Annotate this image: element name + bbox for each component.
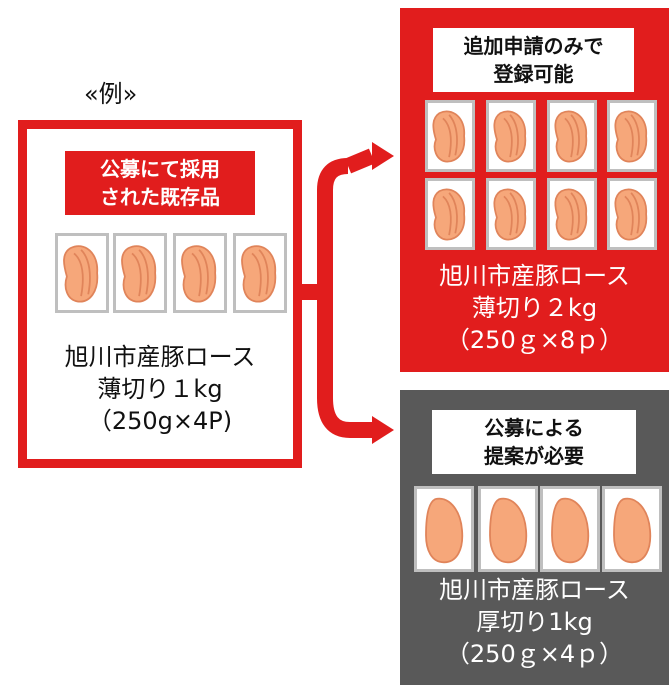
- meat-pack-thin-icon: [55, 233, 109, 313]
- arrow-head-up: [372, 142, 394, 170]
- meat-pack-thin-icon: [486, 178, 536, 250]
- meat-pack-thick-icon: [414, 486, 474, 572]
- product-cut-weight: 厚切り1kg: [476, 608, 593, 636]
- arrow-head-down: [372, 416, 394, 444]
- additional-application-description: 旭川市産豚ロース 薄切り２kg （250ｇ×8ｐ）: [400, 260, 669, 356]
- new-proposal-description: 旭川市産豚ロース 厚切り1kg （250ｇ×4ｐ）: [400, 574, 669, 670]
- additional-application-badge: 追加申請のみで 登録可能: [433, 28, 634, 92]
- meat-pack-thick-icon: [602, 486, 662, 572]
- new-proposal-box: 公募による 提案が必要 旭川市産豚ロース 厚切り1kg （250ｇ×4ｐ）: [400, 390, 669, 685]
- meat-pack-thin-icon: [173, 233, 227, 313]
- meat-pack-thin-icon: [607, 100, 657, 172]
- meat-pack-thin-icon: [425, 100, 475, 172]
- product-cut-weight: 薄切り２kg: [471, 294, 598, 322]
- badge-line-1: 公募にて採用: [100, 157, 220, 181]
- existing-product-description: 旭川市産豚ロース 薄切り１kg （250g×4P): [27, 341, 293, 437]
- product-pack-spec: （250g×4P): [87, 407, 233, 435]
- product-pack-spec: （250ｇ×4ｐ）: [445, 640, 624, 668]
- product-name: 旭川市産豚ロース: [439, 262, 630, 290]
- additional-application-box: 追加申請のみで 登録可能 旭川市産豚ロース 薄切り２kg （250ｇ×8ｐ）: [400, 8, 669, 372]
- product-name: 旭川市産豚ロース: [439, 576, 630, 604]
- badge-line-1: 追加申請のみで: [463, 34, 604, 58]
- new-proposal-badge: 公募による 提案が必要: [432, 410, 636, 474]
- meat-pack-thin-icon: [547, 178, 597, 250]
- meat-pack-thin-icon: [547, 100, 597, 172]
- badge-line-2: された既存品: [100, 185, 220, 209]
- meat-pack-thin-icon: [607, 178, 657, 250]
- meat-pack-thin-icon: [113, 233, 167, 313]
- meat-pack-thick-icon: [478, 486, 538, 572]
- badge-line-2: 提案が必要: [484, 444, 584, 468]
- example-label: «例»: [84, 80, 138, 108]
- meat-pack-thin-icon: [425, 178, 475, 250]
- badge-line-1: 公募による: [484, 416, 584, 440]
- product-pack-spec: （250ｇ×8ｐ）: [445, 326, 624, 354]
- meat-pack-thin-icon: [233, 233, 287, 313]
- product-cut-weight: 薄切り１kg: [97, 375, 223, 403]
- existing-product-badge: 公募にて採用 された既存品: [65, 151, 255, 215]
- badge-line-2: 登録可能: [493, 62, 574, 86]
- meat-pack-thin-icon: [486, 100, 536, 172]
- existing-product-box: 公募にて採用 された既存品 旭川市産豚ロース 薄切り１kg （250g×4P): [18, 120, 302, 468]
- product-name: 旭川市産豚ロース: [64, 343, 256, 371]
- meat-pack-thick-icon: [540, 486, 600, 572]
